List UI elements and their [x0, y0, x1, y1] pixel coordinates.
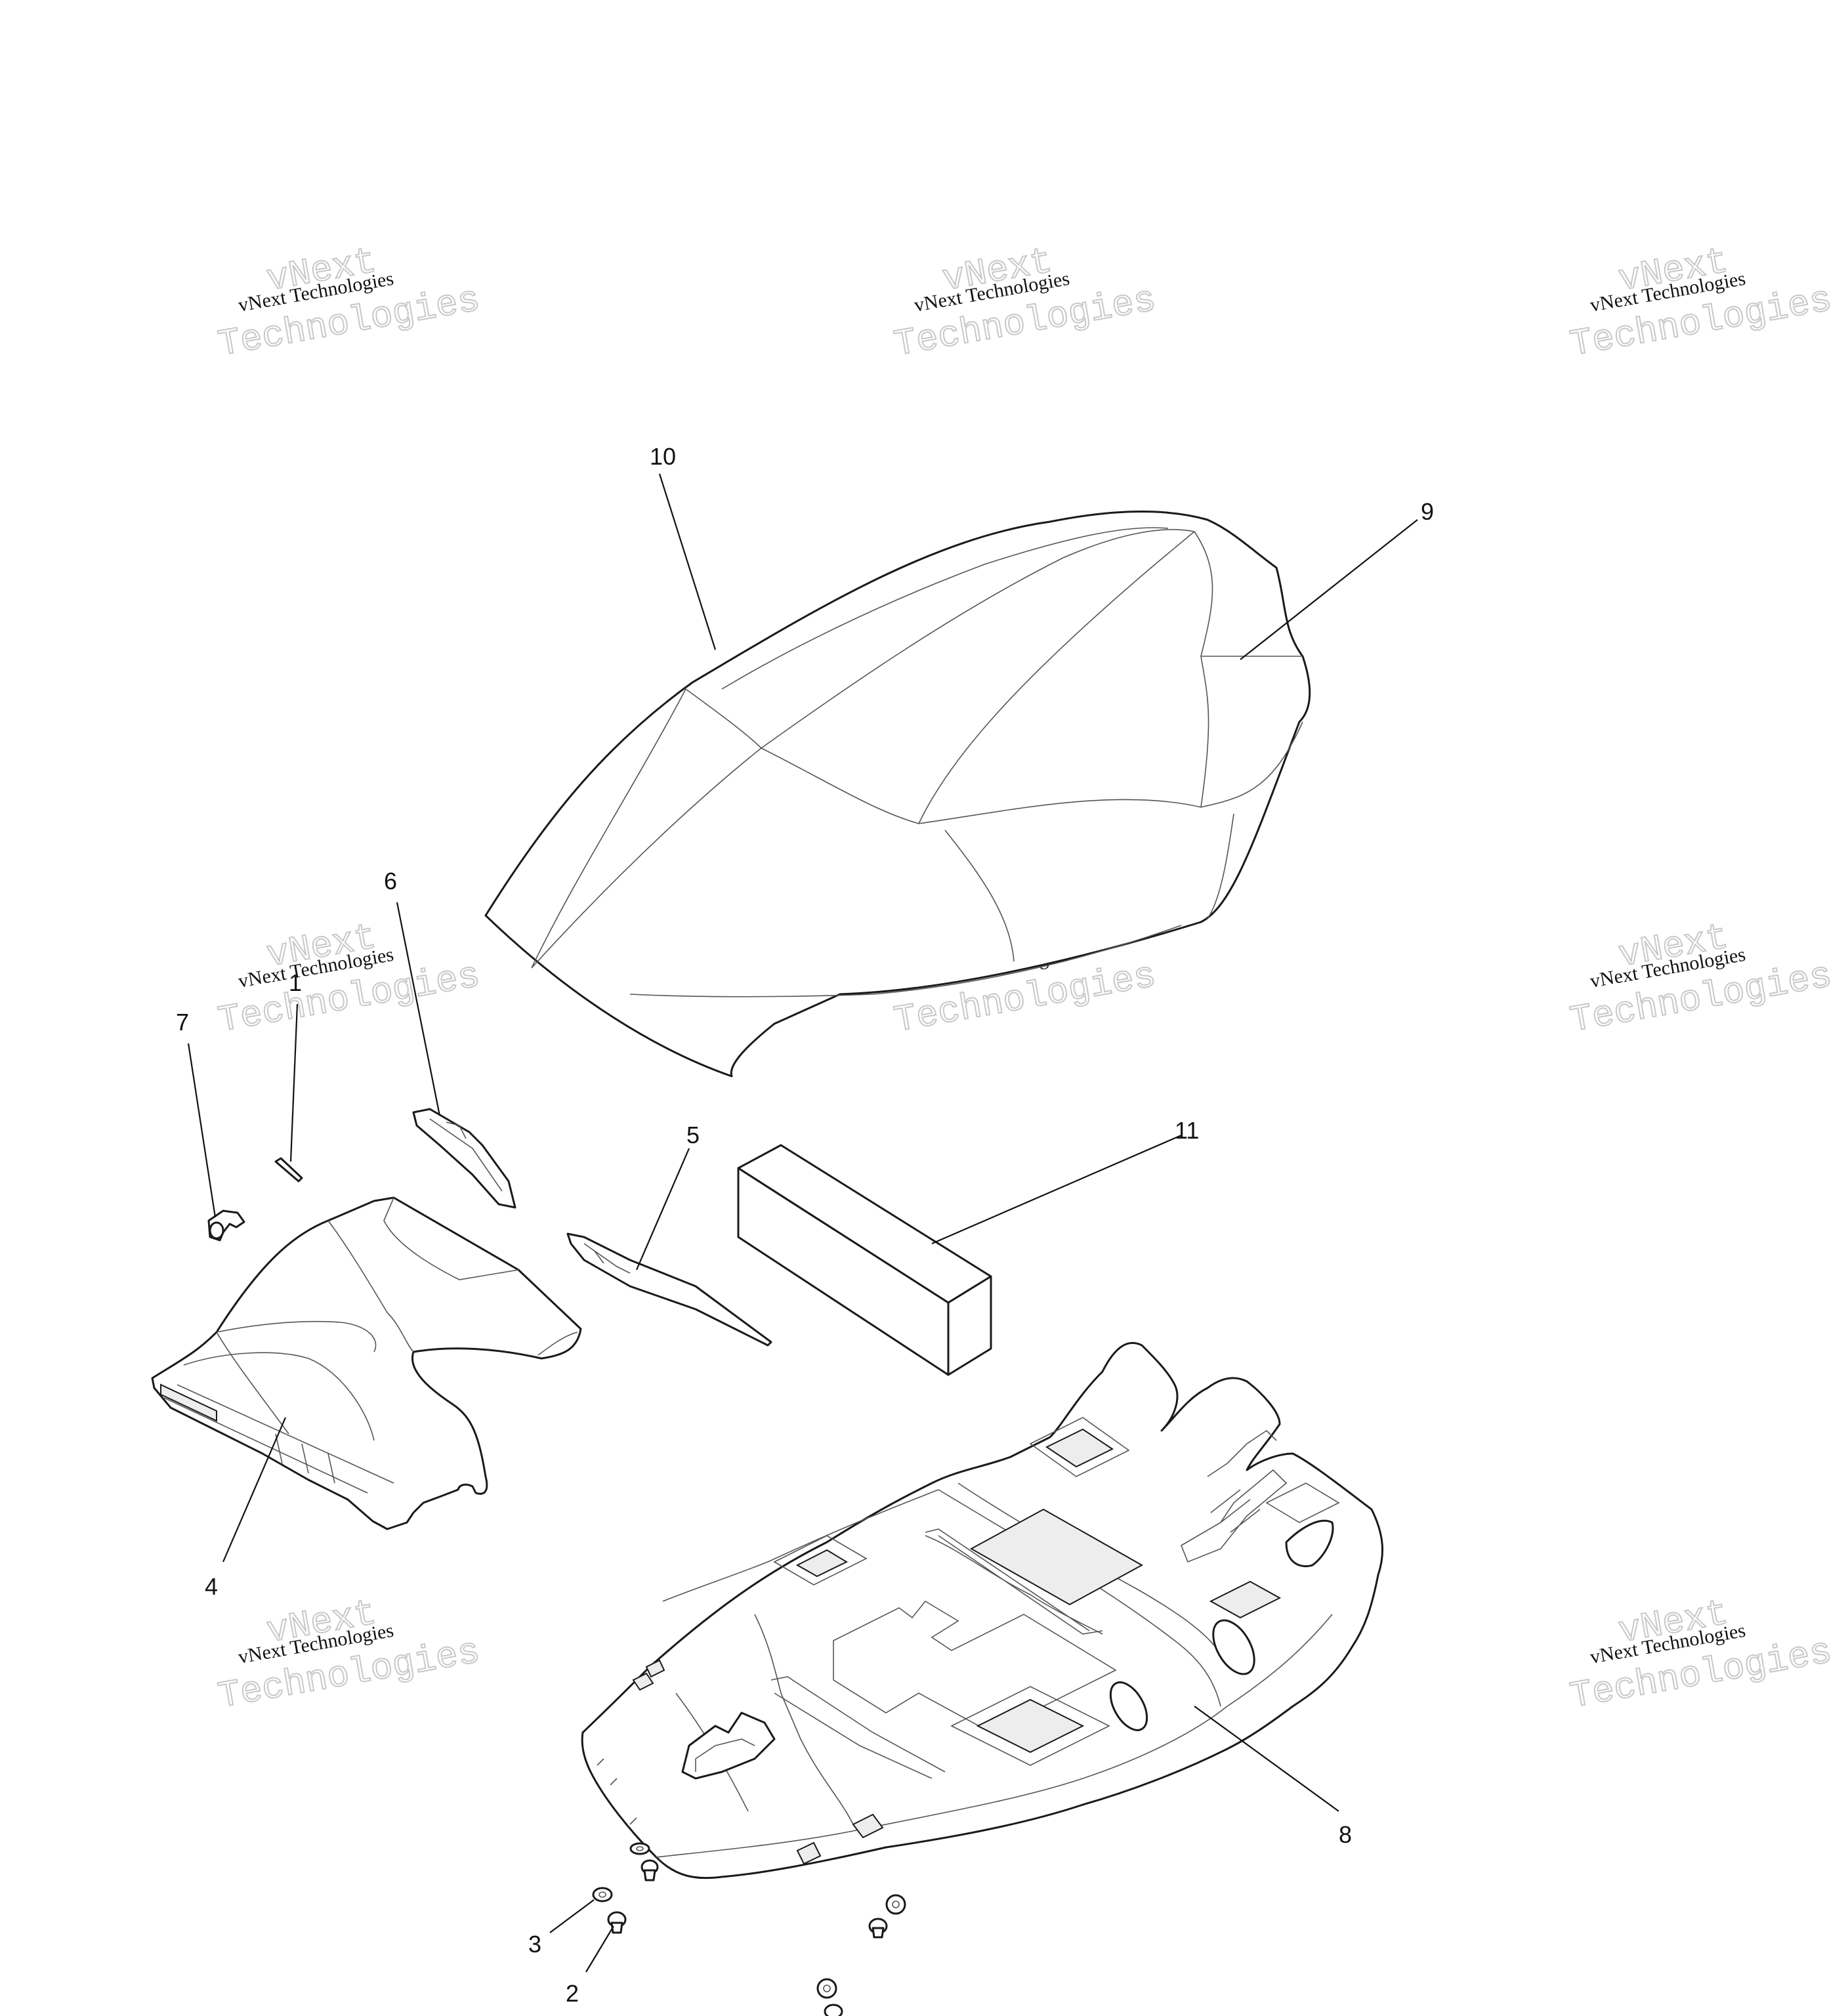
watermark: vNext vNext Technologies Technologies [1566, 915, 1836, 1043]
leader-7 [187, 1043, 217, 1218]
callout-labels: 10 9 6 7 1 5 11 4 8 3 2 [176, 443, 1434, 2007]
callout-4: 4 [205, 1573, 218, 1600]
leader-lines [187, 473, 1418, 1973]
leader-5 [635, 1148, 690, 1270]
seat-base [581, 1341, 1383, 1880]
fasteners [592, 1842, 906, 2016]
callout-8: 8 [1339, 1821, 1352, 1848]
pin [274, 1157, 303, 1183]
screw [824, 2004, 843, 2016]
washer [592, 1887, 613, 1902]
washer [629, 1842, 650, 1855]
callout-9: 9 [1421, 498, 1434, 525]
bracket-upper [412, 1108, 516, 1209]
screw [640, 1859, 659, 1881]
callout-10: 10 [650, 443, 676, 470]
callout-11: 11 [1175, 1117, 1199, 1144]
leader-9 [1240, 519, 1418, 660]
callout-2: 2 [566, 1980, 579, 2007]
leader-8 [1194, 1706, 1339, 1812]
leader-11 [931, 1134, 1182, 1245]
callout-7: 7 [176, 1009, 189, 1036]
leader-3 [549, 1899, 595, 1933]
callout-6: 6 [384, 868, 397, 894]
callout-3: 3 [528, 1931, 541, 1958]
seat-cushion [484, 511, 1311, 1078]
watermark: vNext vNext Technologies Technologies [891, 240, 1160, 367]
watermark: vNext vNext Technologies Technologies [215, 240, 484, 367]
front-fairing [151, 1196, 582, 1530]
leader-1 [289, 1003, 299, 1162]
screw [607, 1911, 627, 1934]
screw [868, 1918, 888, 1939]
strip-lower [566, 1232, 772, 1347]
leader-2 [585, 1925, 614, 1973]
watermark: vNext vNext Technologies Technologies [215, 915, 484, 1043]
watermark: vNext vNext Technologies Technologies [215, 1591, 484, 1719]
leader-10 [658, 473, 717, 650]
push-rivet [207, 1209, 245, 1242]
callout-5: 5 [686, 1122, 700, 1148]
leader-6 [396, 902, 441, 1116]
watermark: vNext vNext Technologies Technologies [1566, 1591, 1836, 1719]
leader-4 [222, 1417, 287, 1563]
foam-block [737, 1144, 992, 1376]
watermark: vNext vNext Technologies Technologies [1566, 240, 1836, 367]
callout-1: 1 [289, 969, 302, 996]
washer [816, 1978, 837, 1999]
washer [885, 1894, 906, 1915]
